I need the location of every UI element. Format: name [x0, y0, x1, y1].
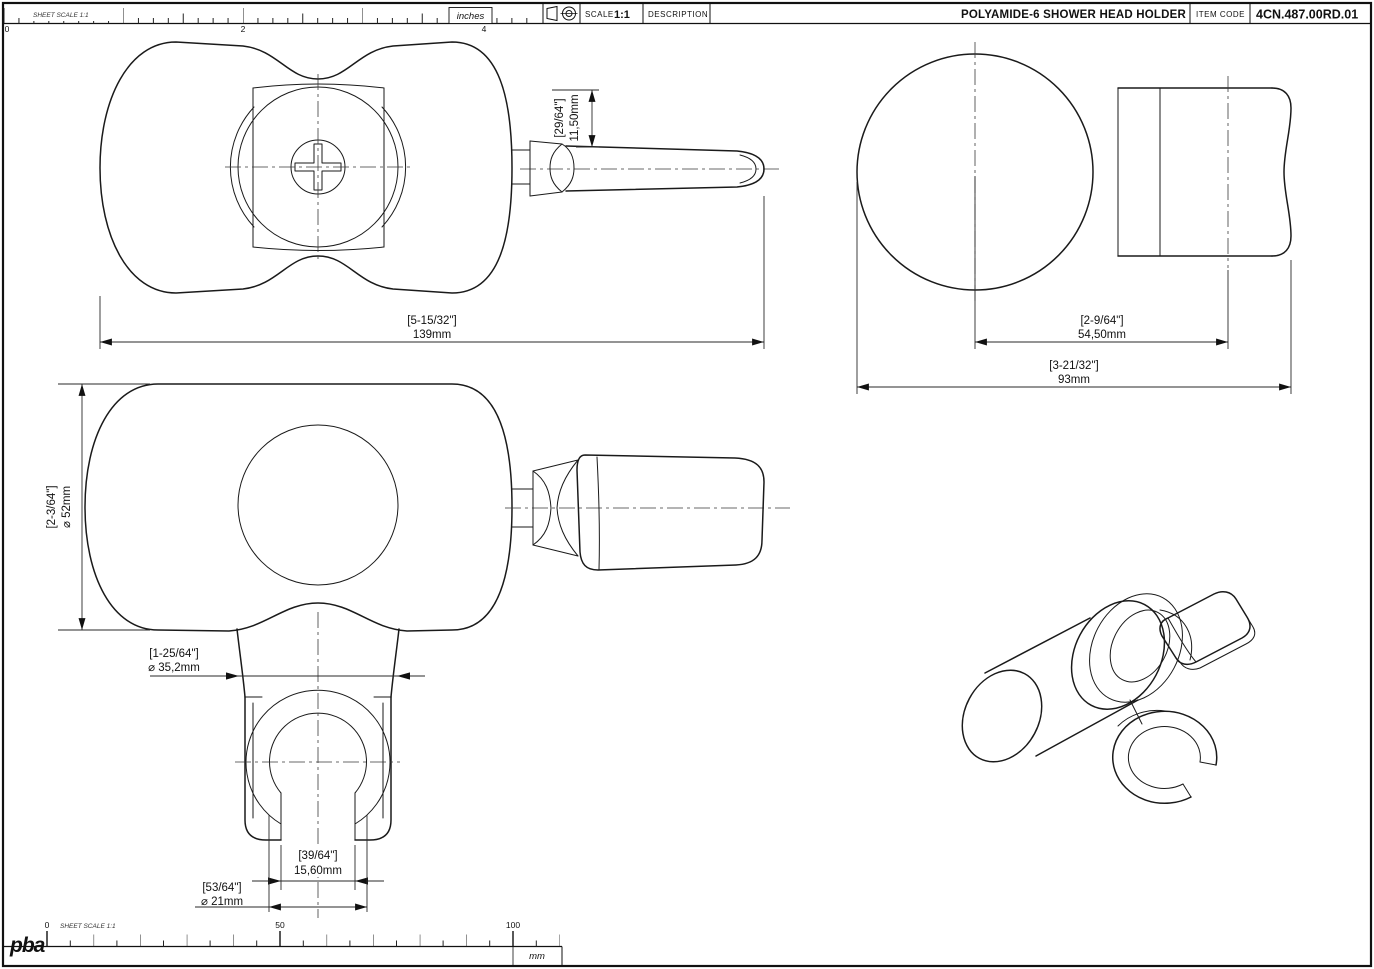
dim-overall-depth-inches: [3-21/32"]: [1049, 360, 1098, 372]
bottom-ruler-label-0: 0: [45, 920, 50, 930]
dim-cradle-bore: [53/64"] ⌀ 21mm: [195, 815, 368, 912]
dim-overall-length: [5-15/32"] 139mm: [99, 196, 765, 349]
scale-label: SCALE: [585, 10, 614, 19]
top-ruler-label-0: 0: [5, 24, 10, 34]
front-view: [29/64"] 11,50mm [5-15/32"] 139mm: [99, 41, 782, 349]
pba-logo: pba: [9, 934, 46, 957]
dim-body-diameter-mm: ⌀ 52mm: [61, 486, 73, 528]
dim-overall-length-inches: [5-15/32"]: [407, 315, 456, 327]
bottom-ruler-unit: mm: [529, 951, 545, 962]
bottom-sheet-scale-label: SHEET SCALE 1:1: [60, 923, 116, 930]
dim-overall-depth: [3-21/32"] 93mm: [856, 182, 1292, 394]
top-ruler-label-2: 2: [241, 24, 246, 34]
dim-overall-depth-mm: 93mm: [1058, 374, 1090, 386]
dim-clamp-offset-mm: 54,50mm: [1078, 329, 1126, 341]
top-ruler-label-4: 4: [482, 24, 487, 34]
item-code-value: 4CN.487.00RD.01: [1256, 8, 1358, 22]
front-view-handle: [511, 140, 765, 197]
scale-value: 1:1: [614, 9, 630, 21]
dim-slot-width: [39/64"] 15,60mm: [252, 845, 384, 890]
side-view: [2-9/64"] 54,50mm [3-21/32"] 93mm: [856, 42, 1292, 394]
dim-handle-neck: [29/64"] 11,50mm: [552, 89, 599, 148]
dim-body-diameter-inches: [2-3/64"]: [46, 485, 58, 528]
top-ruler-unit: inches: [457, 11, 485, 22]
dim-handle-neck-inches: [29/64"]: [554, 98, 566, 137]
projection-symbol-icon: [546, 5, 578, 22]
description-label: DESCRIPTION: [648, 10, 708, 19]
dim-cradle-bore-inches: [53/64"]: [202, 882, 241, 894]
isometric-view: [961, 590, 1256, 805]
bottom-ruler: pba 0 SHEET SCALE 1:1 50 100 mm: [3, 920, 563, 965]
top-sheet-scale-label: SHEET SCALE 1:1: [33, 12, 89, 19]
dim-neck-diameter-mm: ⌀ 35,2mm: [148, 662, 200, 674]
bottom-ruler-label-100: 100: [506, 920, 520, 930]
title-block: SCALE 1:1 DESCRIPTION POLYAMIDE-6 SHOWER…: [542, 3, 1358, 24]
dim-clamp-offset-inches: [2-9/64"]: [1080, 315, 1123, 327]
dim-slot-width-mm: 15,60mm: [294, 865, 342, 877]
side-view-clamp: [1117, 76, 1292, 268]
dim-neck-diameter-inches: [1-25/64"]: [149, 648, 198, 660]
top-view-handle: [511, 454, 765, 571]
dim-overall-length-mm: 139mm: [413, 329, 451, 341]
dim-body-diameter: [2-3/64"] ⌀ 52mm: [46, 383, 150, 631]
dim-cradle-bore-mm: ⌀ 21mm: [201, 896, 243, 908]
bottom-ruler-label-50: 50: [275, 920, 285, 930]
top-ruler: SHEET SCALE 1:1 0 2 4 inches: [4, 7, 541, 34]
drawing-title: POLYAMIDE-6 SHOWER HEAD HOLDER: [961, 9, 1186, 21]
dim-neck-diameter: [1-25/64"] ⌀ 35,2mm: [148, 648, 425, 680]
dim-clamp-offset: [2-9/64"] 54,50mm: [974, 176, 1229, 349]
top-view: [2-3/64"] ⌀ 52mm [1-25/64"] ⌀ 35,: [46, 383, 790, 918]
item-code-label: ITEM CODE: [1196, 10, 1245, 19]
dim-slot-width-inches: [39/64"]: [298, 850, 337, 862]
dim-handle-neck-mm: 11,50mm: [569, 94, 581, 141]
